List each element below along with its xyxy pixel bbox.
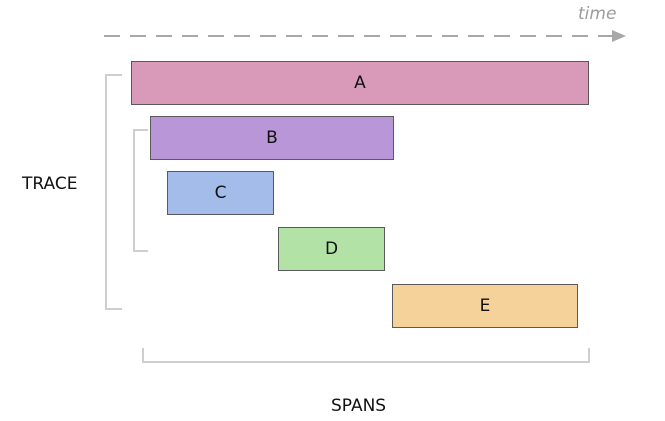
time-arrow <box>104 30 626 42</box>
time-label: time <box>578 4 617 24</box>
span-e-label: E <box>479 296 491 316</box>
spans-bracket <box>142 348 590 363</box>
span-b: B <box>150 116 394 160</box>
time-arrow-head <box>612 30 626 42</box>
trace-label: TRACE <box>22 174 78 194</box>
span-e: E <box>392 284 578 328</box>
span-a-label: A <box>354 73 366 93</box>
span-d: D <box>278 227 385 271</box>
span-d-label: D <box>324 239 339 259</box>
trace-outer-bracket <box>105 74 122 310</box>
spans-label: SPANS <box>331 396 387 416</box>
span-a: A <box>131 61 589 105</box>
span-c-label: C <box>214 183 227 203</box>
trace-inner-bracket <box>133 129 148 252</box>
span-b-label: B <box>266 128 278 148</box>
span-c: C <box>167 171 274 215</box>
